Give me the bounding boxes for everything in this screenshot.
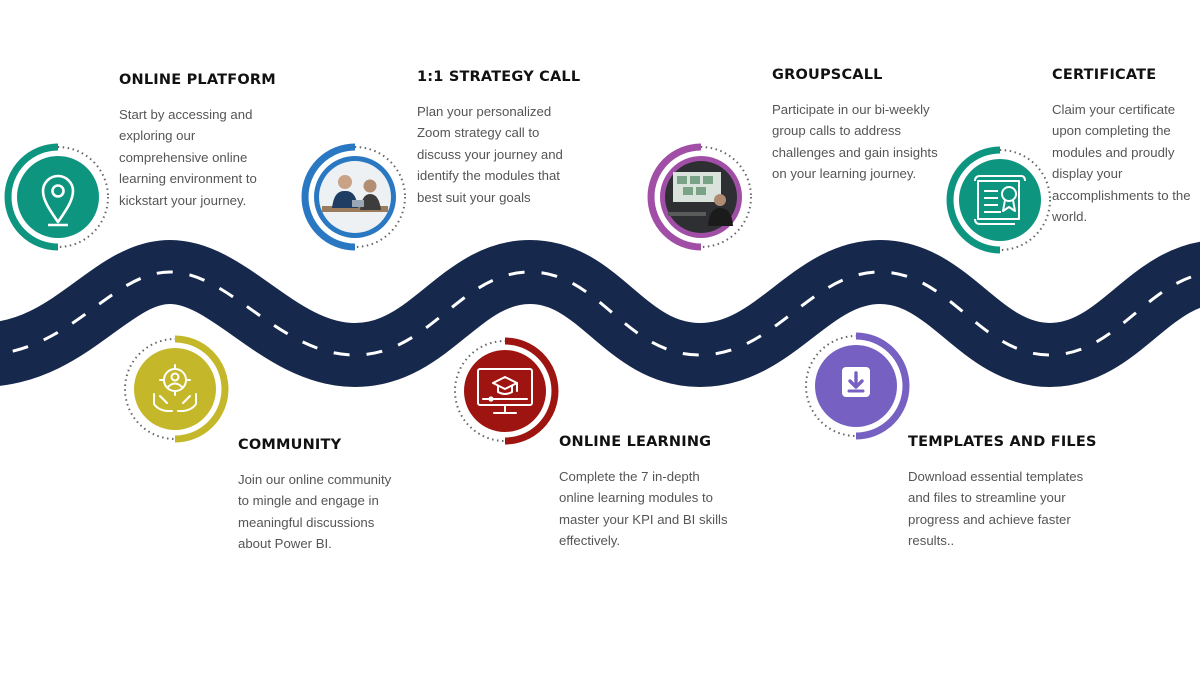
templates-files-description: Download essential templates and files t… <box>908 469 1084 549</box>
online-learning-badge <box>450 336 560 446</box>
community-icon <box>153 364 197 412</box>
online-learning-description: Complete the 7 in-depth online learning … <box>559 469 728 549</box>
online-platform-title: ONLINE PLATFORM <box>119 72 276 88</box>
download-icon <box>842 367 870 397</box>
strategy-call-badge <box>300 142 410 252</box>
badge-dotted-ring <box>304 146 406 248</box>
certificate-badge <box>945 145 1055 255</box>
badge-dotted-ring <box>7 146 109 248</box>
badge-dotted-ring <box>650 146 752 248</box>
groupscall-badge <box>646 142 756 252</box>
certificate-icon <box>974 175 1026 225</box>
badge-dotted-ring <box>949 149 1051 251</box>
online-platform-badge <box>3 142 113 252</box>
online-platform-description: Start by accessing and exploring our com… <box>119 107 257 208</box>
templates-files-title: TEMPLATES AND FILES <box>908 434 1097 450</box>
meeting-photo <box>319 161 391 233</box>
badge-arc <box>174 335 229 443</box>
location-pin-icon <box>41 174 75 227</box>
online-learning-title: ONLINE LEARNING <box>559 434 712 450</box>
badge-fill <box>959 159 1041 241</box>
templates-files-badge <box>801 331 911 441</box>
community-badge <box>120 334 230 444</box>
certificate-description: Claim your certificate upon completing t… <box>1052 102 1191 225</box>
badge-arc <box>301 143 356 251</box>
badge-arc <box>504 337 559 445</box>
strategy-call-title: 1:1 STRATEGY CALL <box>417 69 581 85</box>
badge-fill <box>464 350 546 432</box>
groupscall-title: GROUPSCALL <box>772 67 883 83</box>
badge-arc <box>4 143 59 251</box>
e-learning-icon <box>477 368 533 414</box>
community-description: Join our online community to mingle and … <box>238 472 392 552</box>
badge-arc <box>855 332 910 440</box>
badge-arc <box>946 146 1001 254</box>
certificate-title: CERTIFICATE <box>1052 67 1157 83</box>
badge-arc <box>647 143 702 251</box>
road-center-dashes <box>0 270 1200 357</box>
community-title: COMMUNITY <box>238 437 342 453</box>
group-call-photo <box>665 161 737 233</box>
badge-fill <box>134 348 216 430</box>
groupscall-description: Participate in our bi-weekly group calls… <box>772 102 938 182</box>
strategy-call-description: Plan your personalized Zoom strategy cal… <box>417 104 563 205</box>
